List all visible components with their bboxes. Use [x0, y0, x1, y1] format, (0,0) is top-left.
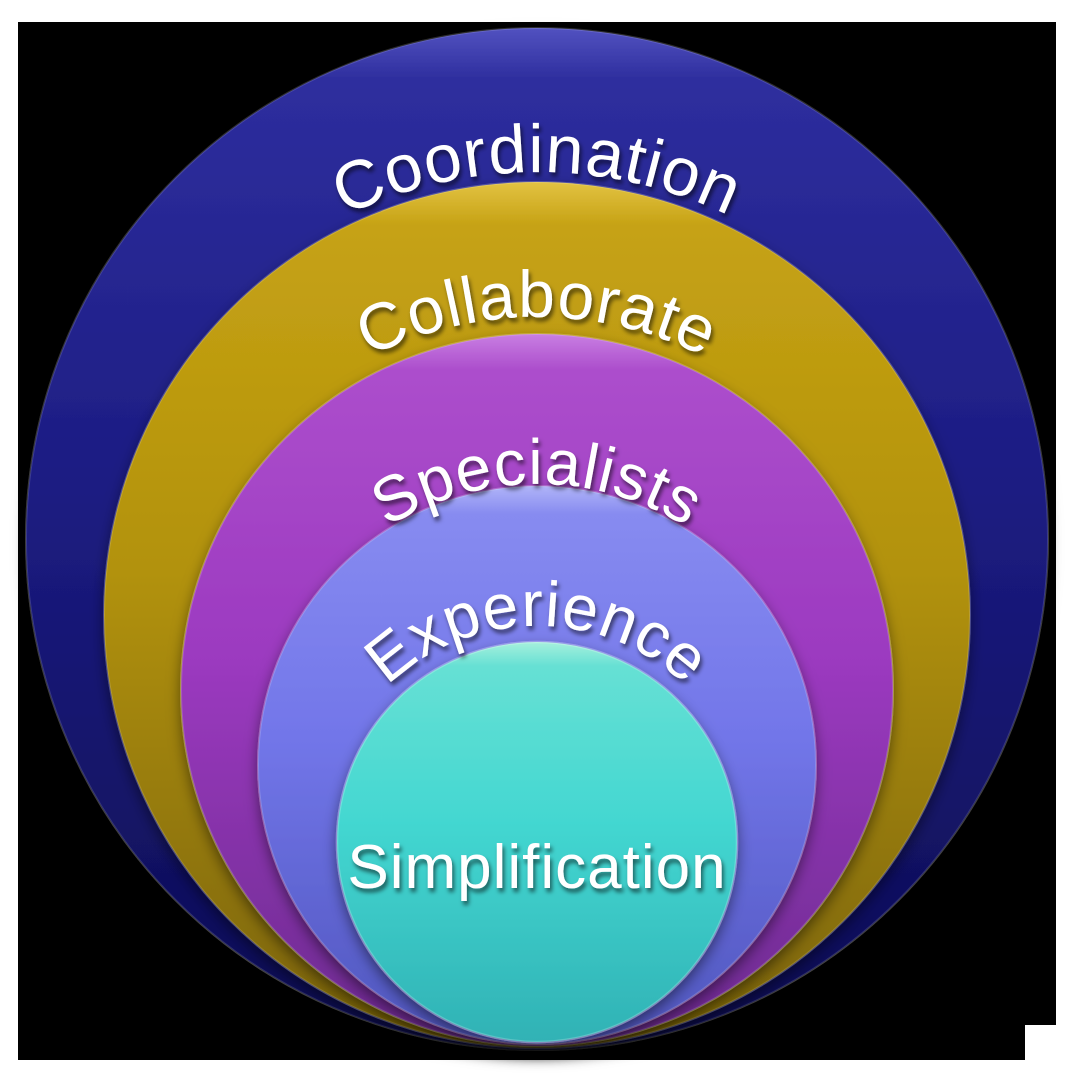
ring-simplification — [335, 640, 739, 1044]
label-simplification: Simplification — [347, 833, 726, 902]
corner-cutout — [1025, 1025, 1081, 1081]
